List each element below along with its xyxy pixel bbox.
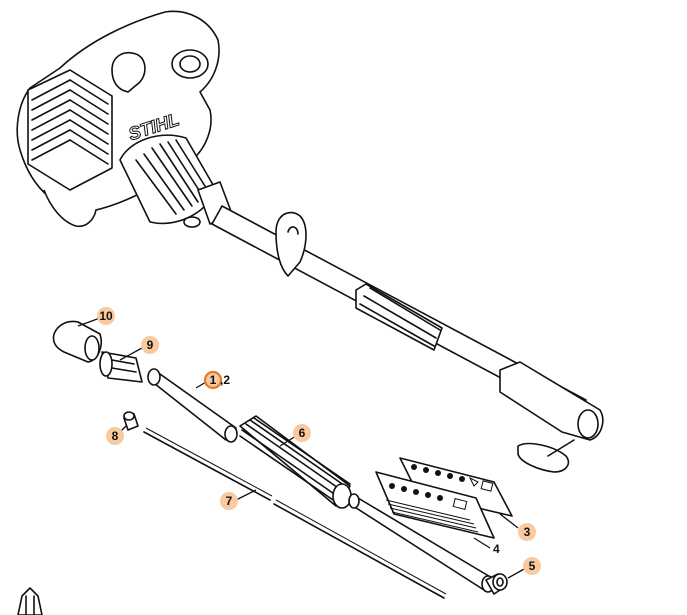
- label-hatch-lines: [385, 499, 479, 533]
- callout-label: 6: [299, 426, 306, 440]
- label-pictogram-row-mid: [389, 483, 468, 510]
- callout-6[interactable]: 6: [293, 424, 311, 442]
- part-7-drive-shaft: [143, 427, 447, 599]
- callout-label: 8: [112, 429, 119, 443]
- callout-label: 9: [147, 338, 154, 352]
- label-pictogram-row-top: [411, 464, 494, 492]
- loop-handle: [275, 211, 307, 277]
- partial-part-fragment: [17, 587, 43, 615]
- gear-head: [499, 361, 604, 441]
- callout-1[interactable]: 1: [203, 370, 223, 390]
- callout-label: 4: [493, 542, 500, 556]
- choke-knob: [111, 52, 146, 93]
- callout-5[interactable]: 5: [523, 557, 541, 575]
- assembled-shaft: [211, 205, 604, 473]
- engine-unit: STIHL: [16, 10, 233, 228]
- part-6-grip-hose: [239, 415, 352, 509]
- callout-label: 3: [524, 525, 531, 539]
- callout-label: 1: [210, 373, 217, 387]
- callout-10[interactable]: 10: [97, 307, 115, 325]
- part-5-plug: [485, 573, 508, 595]
- engine-foot: [43, 189, 97, 228]
- callout-leaders: [77, 317, 527, 579]
- callout-4[interactable]: 4: [493, 542, 500, 556]
- part-3-label-set: [375, 457, 513, 539]
- callout-label: 5: [529, 559, 536, 573]
- part-9-coupling-sleeve: [99, 351, 143, 383]
- part-10-end-cap: [52, 320, 103, 363]
- part-1-shaft-tube: [147, 368, 238, 443]
- callout-label: 7: [226, 494, 233, 508]
- part-8-bushing: [123, 411, 139, 431]
- callout-7[interactable]: 7: [220, 492, 238, 510]
- callout-label: ,2: [220, 373, 230, 387]
- callout-9[interactable]: 9: [141, 336, 159, 354]
- cylinder-fins: [27, 69, 113, 191]
- callout-label: 10: [99, 309, 113, 323]
- callout-2[interactable]: ,2: [220, 373, 230, 387]
- callout-3[interactable]: 3: [518, 523, 536, 541]
- callout-8[interactable]: 8: [106, 427, 124, 445]
